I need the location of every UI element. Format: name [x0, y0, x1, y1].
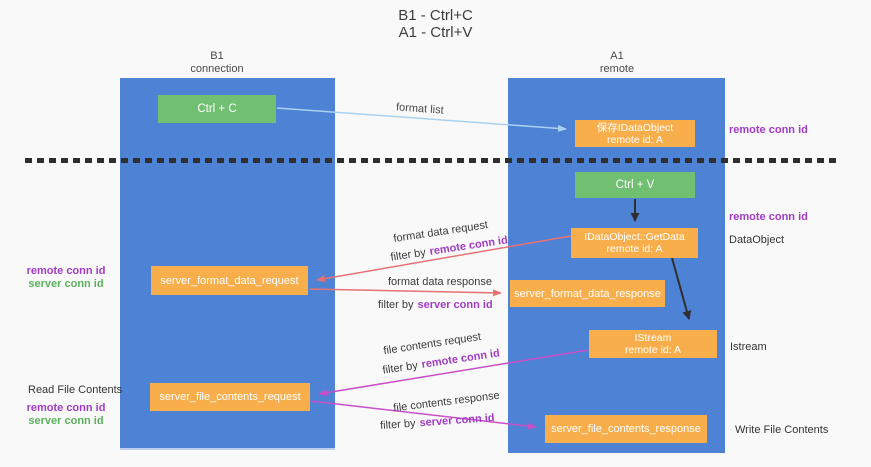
server-conn-id-text: server conn id — [417, 299, 493, 311]
label-istream: Istream — [730, 341, 767, 354]
label-dataobject: DataObject — [729, 234, 784, 247]
label-left-conn-ids-format: remote conn id server conn id — [20, 265, 112, 291]
arrow-format-data-response — [308, 288, 502, 297]
flow-label-format-list: format list — [396, 101, 444, 116]
filter-by-text: filter by — [378, 299, 414, 311]
lane-right-role: remote — [599, 63, 635, 75]
lane-right-name: A1 — [610, 50, 624, 62]
remote-conn-id-text: remote conn id — [26, 265, 106, 277]
node-server-format-data-request: server_format_data_request — [151, 266, 308, 295]
label-remote-conn-id-top: remote conn id — [729, 124, 808, 137]
lane-header-right: A1 remote — [557, 50, 677, 76]
node-save-idataobject-line1: 保存IDataObject — [596, 121, 674, 134]
lane-left-name: B1 — [210, 50, 224, 62]
title-line-2: A1 - Ctrl+V — [398, 24, 473, 41]
flow-format-data-response-text: format data response — [388, 276, 492, 288]
node-istream: IStream remote id: A — [589, 330, 717, 358]
label-read-file-contents: Read File Contents — [28, 384, 122, 397]
node-idataobject-getdata: IDataObject::GetData remote id: A — [571, 228, 698, 258]
node-getdata-line2: remote id: A — [606, 243, 663, 255]
filter-by-text: filter by — [379, 417, 416, 432]
network-boundary-dashed-line — [25, 158, 837, 163]
node-save-idataobject: 保存IDataObject remote id: A — [575, 120, 695, 147]
node-ctrl-c-label: Ctrl + C — [197, 103, 237, 115]
title-line-1: B1 - Ctrl+C — [398, 7, 473, 24]
filter-by-text: filter by — [389, 246, 427, 264]
flow-label-file-contents-response: file contents response — [393, 390, 501, 415]
node-server-format-data-response: server_format_data_response — [510, 280, 665, 307]
node-save-idataobject-line2: remote id: A — [606, 133, 664, 146]
istream-text: Istream — [730, 341, 767, 353]
node-ctrl-v: Ctrl + V — [575, 172, 695, 198]
node-file-request-label: server_file_contents_request — [159, 391, 301, 403]
flow-label-format-data-response: format data response — [388, 276, 492, 288]
lane-header-left: B1 connection — [157, 50, 277, 76]
node-file-response-label: server_file_contents_response — [551, 423, 701, 435]
label-write-file-contents: Write File Contents — [735, 424, 828, 437]
filter-by-text: filter by — [381, 359, 419, 377]
write-file-contents-text: Write File Contents — [735, 424, 829, 436]
node-istream-line1: IStream — [634, 331, 672, 344]
node-ctrl-c: Ctrl + C — [158, 95, 276, 123]
node-server-file-contents-request: server_file_contents_request — [150, 383, 310, 411]
node-ctrl-v-label: Ctrl + V — [615, 179, 655, 191]
remote-conn-id-text: remote conn id — [26, 402, 106, 414]
server-conn-id-text: server conn id — [28, 415, 104, 427]
server-conn-id-text: server conn id — [419, 412, 495, 430]
remote-conn-id-text: remote conn id — [420, 347, 501, 371]
remote-conn-id-text: remote conn id — [729, 211, 808, 223]
dataobject-text: DataObject — [729, 234, 785, 246]
flow-format-list-text: format list — [395, 101, 445, 117]
diagram-title: B1 - Ctrl+C A1 - Ctrl+V — [0, 7, 871, 41]
node-server-file-contents-response: server_file_contents_response — [545, 415, 707, 443]
node-format-request-label: server_format_data_request — [160, 274, 299, 287]
server-conn-id-text: server conn id — [28, 278, 104, 290]
label-remote-conn-id-mid: remote conn id — [729, 211, 808, 224]
node-istream-line2: remote id: A — [624, 344, 682, 356]
flow-file-contents-response-text: file contents response — [392, 389, 501, 415]
read-file-contents-text: Read File Contents — [28, 384, 123, 396]
remote-conn-id-text: remote conn id — [729, 124, 808, 136]
node-format-response-label: server_format_data_response — [514, 287, 661, 300]
label-left-conn-ids-file: remote conn id server conn id — [20, 402, 112, 428]
lane-left-role: connection — [190, 63, 244, 75]
node-getdata-line1: IDataObject::GetData — [584, 230, 685, 243]
